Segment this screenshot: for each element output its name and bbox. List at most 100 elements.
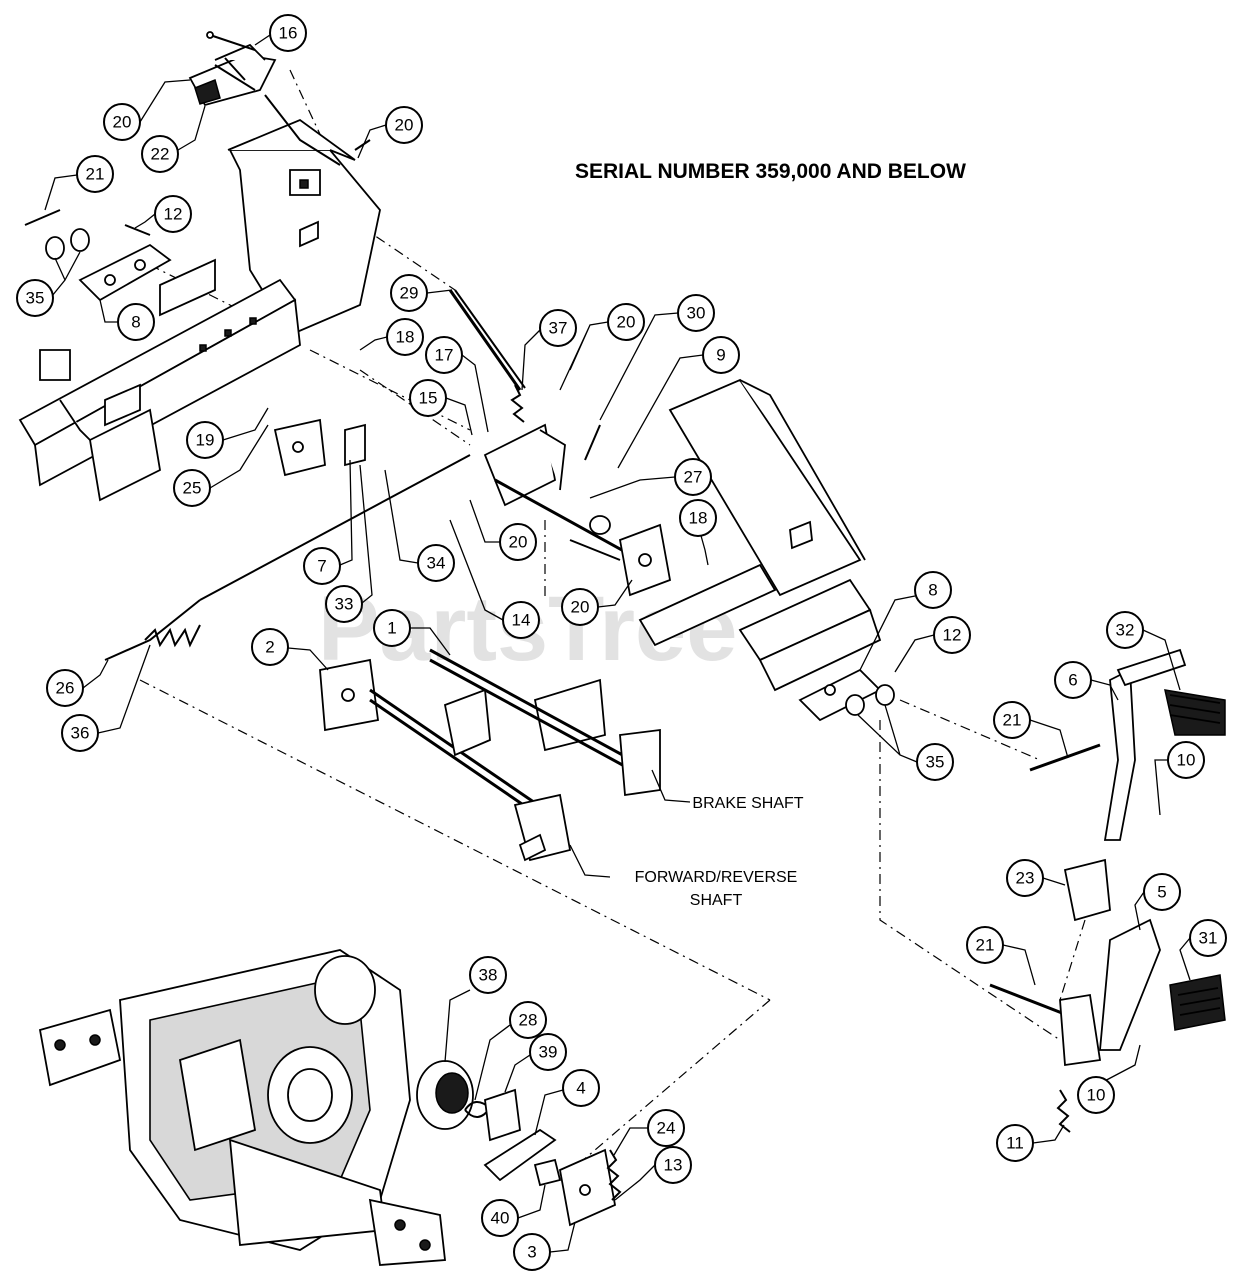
pedal-pad-32: [1164, 689, 1226, 736]
svg-text:31: 31: [1199, 929, 1218, 948]
svg-text:36: 36: [71, 724, 90, 743]
clip-20-upper: [354, 139, 371, 151]
rod-29-b: [454, 289, 526, 389]
callout-21: 21: [966, 926, 1036, 986]
callout-14: 14: [449, 519, 540, 639]
svg-text:7: 7: [317, 557, 326, 576]
svg-text:20: 20: [571, 598, 590, 617]
svg-text:17: 17: [435, 346, 454, 365]
pedal-cover-23: [1063, 858, 1111, 922]
callout-22: 22: [141, 105, 206, 173]
cable-end: [104, 599, 201, 661]
callout-21: 21: [44, 155, 114, 211]
callout-37: 37: [521, 309, 577, 391]
chassis-frame: [18, 118, 381, 502]
callout-10: 10: [1154, 741, 1205, 816]
callout-1: 1: [373, 609, 451, 656]
callout-13: 13: [614, 1146, 692, 1201]
callout-18: 18: [359, 318, 424, 356]
callout-6: 6: [1054, 661, 1119, 701]
callout-30: 30: [599, 294, 715, 421]
callout-36: 36: [61, 644, 151, 752]
lever-4: [483, 1128, 557, 1182]
callout-29: 29: [390, 274, 453, 312]
svg-text:34: 34: [427, 554, 446, 573]
spring-36: [144, 624, 201, 648]
callout-25: 25: [173, 424, 269, 507]
plate-upper-left: [273, 418, 326, 477]
callout-8: 8: [859, 571, 952, 671]
bushing-35-right-a: [845, 694, 865, 716]
svg-text:3: 3: [527, 1243, 536, 1262]
plate-8-left: [78, 243, 172, 302]
svg-text:40: 40: [491, 1209, 510, 1228]
bushing-35-right-b: [875, 684, 895, 706]
callout-35: 35: [16, 251, 81, 317]
svg-text:21: 21: [1003, 711, 1022, 730]
bracket-27-assembly: [483, 423, 641, 562]
svg-text:5: 5: [1157, 883, 1166, 902]
svg-text:6: 6: [1068, 671, 1077, 690]
rod-29: [448, 289, 522, 391]
svg-text:8: 8: [928, 581, 937, 600]
callout-20: 20: [103, 79, 191, 141]
callout-34: 34: [384, 469, 455, 582]
callout-35: 35: [857, 704, 954, 781]
callout-20: 20: [469, 499, 537, 561]
svg-text:23: 23: [1016, 869, 1035, 888]
callout-20: 20: [561, 579, 633, 626]
callout-24: 24: [613, 1109, 685, 1156]
rod-30: [584, 424, 601, 461]
part-40: [533, 1158, 562, 1187]
pedal-pad-31: [1169, 974, 1226, 1031]
svg-text:16: 16: [279, 24, 298, 43]
brake-shaft-leader: [651, 769, 691, 803]
bolt-16-head: [206, 31, 214, 39]
callouts: 16 20 22 20 21 12: [16, 14, 1227, 1271]
shafts: [319, 648, 661, 862]
pin-21-left: [24, 209, 61, 226]
cable-20-upper: [264, 94, 341, 166]
control-cable: [199, 454, 471, 601]
svg-text:18: 18: [396, 328, 415, 347]
svg-text:14: 14: [512, 611, 531, 630]
bracket-22: [188, 43, 277, 107]
forward-reverse-leader: [569, 844, 611, 878]
callout-19: 19: [186, 407, 269, 459]
svg-text:27: 27: [684, 468, 703, 487]
callout-18: 18: [679, 499, 717, 566]
callout-21: 21: [993, 701, 1069, 759]
svg-text:24: 24: [657, 1119, 676, 1138]
svg-text:4: 4: [576, 1079, 585, 1098]
callout-5: 5: [1134, 873, 1181, 931]
svg-text:33: 33: [335, 595, 354, 614]
spring-11: [1056, 1089, 1071, 1133]
svg-text:21: 21: [976, 936, 995, 955]
pedal-5: [989, 918, 1161, 1067]
callout-17: 17: [425, 336, 489, 433]
bolt-16: [209, 34, 256, 51]
spring-37: [510, 384, 525, 423]
svg-text:15: 15: [419, 389, 438, 408]
svg-text:12: 12: [164, 205, 183, 224]
svg-text:2: 2: [265, 638, 274, 657]
svg-text:22: 22: [151, 145, 170, 164]
callout-40: 40: [481, 1184, 546, 1237]
svg-text:32: 32: [1116, 621, 1135, 640]
svg-text:20: 20: [617, 313, 636, 332]
svg-text:37: 37: [549, 319, 568, 338]
callout-9: 9: [617, 336, 740, 469]
svg-text:12: 12: [943, 626, 962, 645]
part-39: [484, 1088, 521, 1142]
callout-7: 7: [303, 459, 353, 585]
svg-text:1: 1: [387, 619, 396, 638]
brake-shaft-label: BRAKE SHAFT: [692, 795, 803, 812]
callout-32: 32: [1106, 611, 1181, 691]
callout-33: 33: [325, 464, 373, 623]
svg-text:9: 9: [716, 346, 725, 365]
callout-12: 12: [894, 616, 971, 673]
callout-3: 3: [513, 1221, 576, 1271]
forward-reverse-label-line2: SHAFT: [690, 892, 743, 909]
callout-10: 10: [1077, 1044, 1141, 1114]
svg-text:20: 20: [113, 113, 132, 132]
